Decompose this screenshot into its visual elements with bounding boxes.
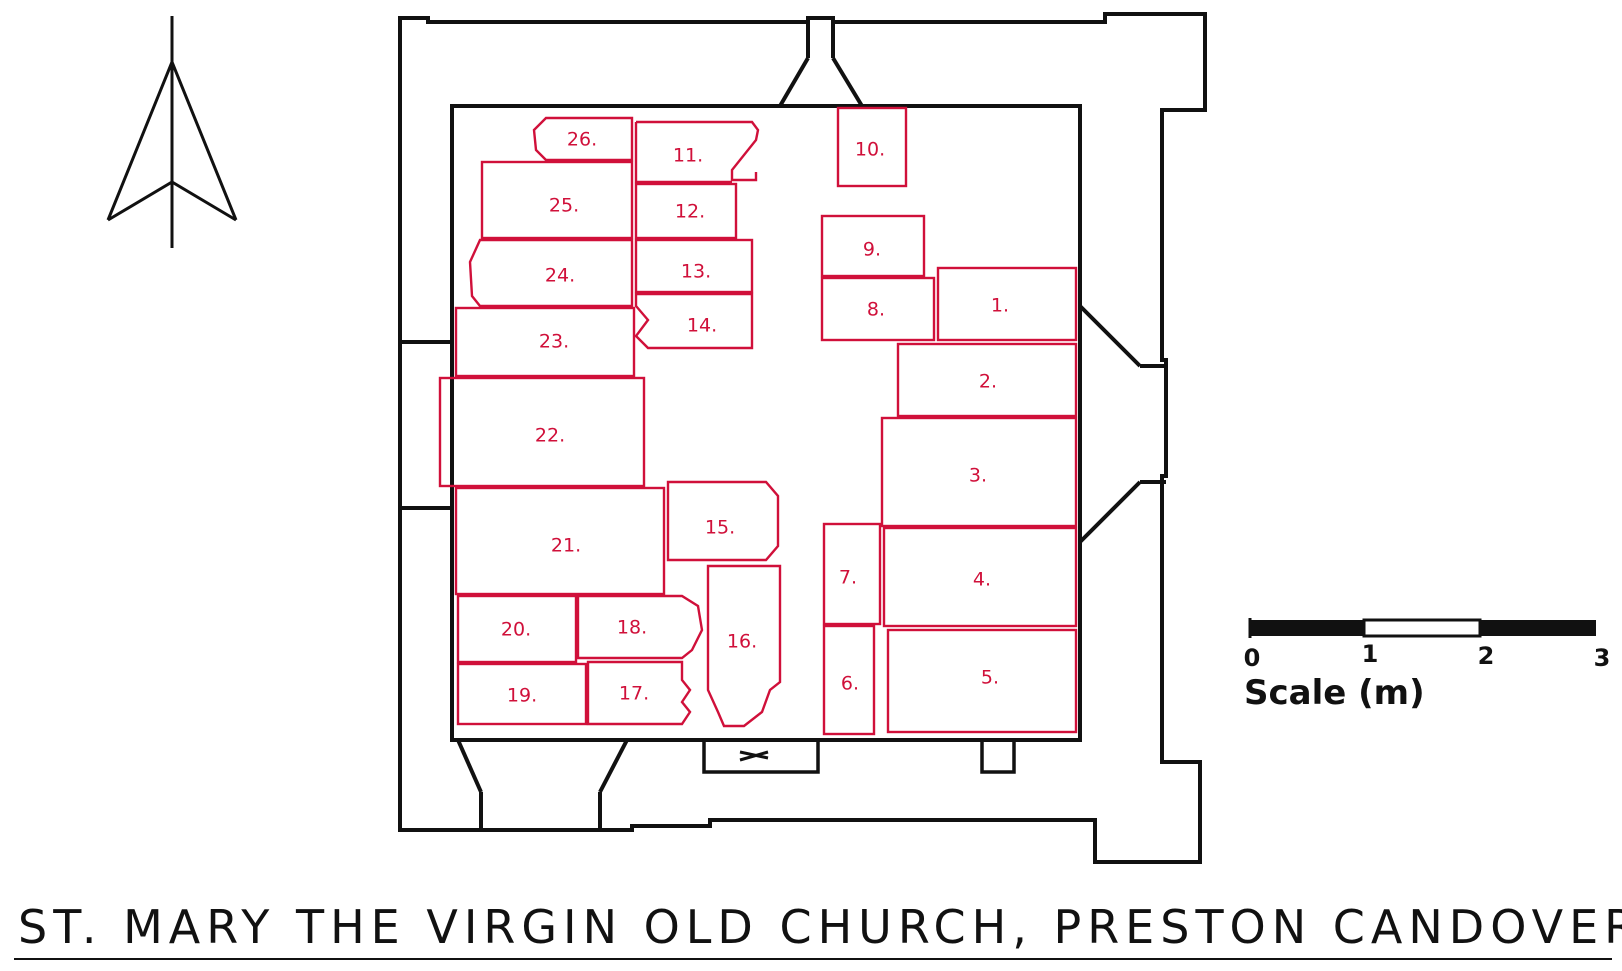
grave-outline (468, 238, 634, 308)
scale-tick-label: 3 (1594, 644, 1611, 672)
church-walls (398, 12, 1207, 864)
grave-label: 16. (727, 631, 757, 653)
grave-label: 13. (681, 261, 711, 283)
scale-segment (1480, 620, 1596, 636)
scale-label: Scale (m) (1244, 673, 1425, 713)
grave-label: 8. (867, 299, 885, 321)
south-doorway (456, 739, 629, 830)
south-base-east (980, 738, 1016, 774)
grave-label: 21. (551, 535, 581, 557)
grave-label: 12. (675, 201, 705, 223)
grave-label: 1. (991, 295, 1009, 317)
grave-outline (896, 342, 1078, 418)
grave-outline (666, 480, 780, 562)
grave-outline (820, 214, 926, 278)
inner-wall (450, 104, 1082, 742)
grave-outline (886, 628, 1078, 734)
grave-outline (882, 526, 1078, 628)
grave-label: 2. (979, 371, 997, 393)
north-doorway (778, 22, 864, 108)
grave-label: 9. (863, 239, 881, 261)
grave-label: 6. (841, 673, 859, 695)
grave-outline (706, 564, 782, 728)
north-arrow-icon (106, 16, 238, 248)
title-underline (14, 958, 1612, 960)
grave-label: 11. (673, 145, 703, 167)
scale-segment (1362, 618, 1482, 638)
grave-label: 3. (969, 465, 987, 487)
grave-outline (456, 662, 588, 726)
east-doorway (1078, 304, 1166, 544)
grave-label: 22. (535, 425, 565, 447)
grave-outline (880, 416, 1078, 528)
grave-outline (532, 116, 634, 162)
grave-label: 19. (507, 685, 537, 707)
grave-label: 20. (501, 619, 531, 641)
grave-label: 26. (567, 129, 597, 151)
grave-outline (438, 376, 646, 488)
grave-label: 10. (855, 139, 885, 161)
scale-tick-label: 2 (1478, 642, 1495, 670)
grave-outline (454, 486, 666, 596)
grave-outline (936, 266, 1078, 342)
grave-outline (634, 292, 754, 350)
grave-outline (634, 120, 760, 184)
grave-outline (454, 306, 636, 378)
grave-label: 18. (617, 617, 647, 639)
grave-label: 25. (549, 195, 579, 217)
scale-bar: 0 1 2 3 Scale (m) (1244, 618, 1611, 713)
grave-label: 15. (705, 517, 735, 539)
grave-label: 17. (619, 683, 649, 705)
outer-wall (398, 12, 1207, 864)
grave-label: 5. (981, 667, 999, 689)
grave-slabs: 1. 2. 3. 4. 5. 6. 7. 8. 9. 10. 11. 12. 1… (438, 106, 1078, 736)
grave-outline (822, 522, 882, 626)
grave-outline (480, 160, 634, 240)
grave-outline (822, 624, 876, 736)
grave-outline (576, 594, 704, 660)
grave-label: 7. (839, 567, 857, 589)
grave-label: 14. (687, 315, 717, 337)
grave-outline (456, 594, 578, 664)
plan-title: ST. MARY THE VIRGIN OLD CHURCH, PRESTON … (18, 900, 1622, 954)
grave-outline (634, 238, 754, 294)
scale-segment (1250, 620, 1364, 636)
grave-label: 4. (973, 569, 991, 591)
grave-outline (836, 106, 908, 188)
grave-outline (634, 182, 738, 240)
grave-label: 24. (545, 265, 575, 287)
grave-outline (820, 276, 936, 342)
south-base-west (702, 738, 820, 774)
scale-tick-label: 1 (1362, 640, 1379, 668)
scale-tick-label: 0 (1244, 644, 1261, 672)
grave-outline (586, 660, 692, 726)
grave-label: 23. (539, 331, 569, 353)
